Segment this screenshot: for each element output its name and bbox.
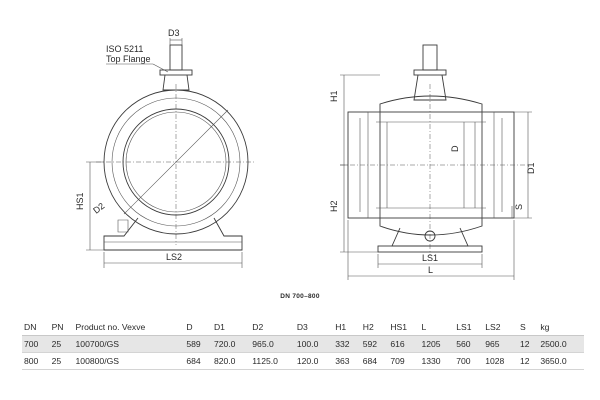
table-cell: 820.0: [211, 352, 251, 370]
table-cell: 332: [333, 335, 361, 353]
l-label: L: [428, 265, 433, 275]
table-header-cell: D1: [211, 318, 251, 336]
stem: [169, 44, 183, 71]
table-cell: 100.0: [294, 335, 334, 353]
table-header-cell: D: [184, 318, 212, 336]
table-cell: 709: [388, 352, 420, 370]
d1-label: D1: [526, 162, 536, 174]
flange-standard-label: ISO 5211: [106, 44, 143, 54]
s-label: S: [514, 204, 524, 210]
table-cell: 965: [483, 335, 518, 353]
front-stem: [422, 44, 438, 71]
table-cell: 1028: [483, 352, 518, 370]
table-cell: 965.0: [250, 335, 295, 353]
top-flange-plate: [159, 69, 193, 76]
table-header-cell: LS2: [483, 318, 518, 336]
valve-technical-drawing: D3 ISO 5211 Top Flange D2 HS1 LS2: [75, 28, 536, 280]
support-foot: [103, 217, 243, 251]
front-base-plate: [377, 245, 483, 253]
table-cell: 12: [517, 352, 539, 370]
front-top-flange: [413, 69, 447, 76]
table-cell: 12: [517, 335, 539, 353]
table-cell: 25: [49, 352, 74, 370]
table-cell: 592: [360, 335, 389, 353]
drain-valve-icon: [424, 230, 436, 242]
table-cell: 1125.0: [250, 352, 295, 370]
table-cell: 684: [360, 352, 389, 370]
table-cell: 720.0: [211, 335, 251, 353]
table-header-cell: S: [517, 318, 539, 336]
table-header-cell: kg: [538, 318, 584, 336]
d3-label: D3: [168, 28, 180, 38]
table-header-cell: L: [419, 318, 455, 336]
hs1-label: HS1: [75, 192, 85, 210]
ls1-label: LS1: [422, 253, 438, 263]
table-header-cell: H1: [333, 318, 361, 336]
table-cell: 25: [49, 335, 74, 353]
table-cell: 363: [333, 352, 361, 370]
table-cell: 100800/GS: [73, 352, 185, 370]
table-header-cell: D2: [250, 318, 295, 336]
drain-plug: [117, 219, 129, 233]
ball-body: [379, 95, 483, 236]
table-cell: 3650.0: [538, 352, 584, 370]
d2-label: D2: [91, 201, 106, 216]
table-header-cell: HS1: [388, 318, 420, 336]
table-cell: 100700/GS: [73, 335, 185, 353]
table-header-cell: H2: [360, 318, 389, 336]
ls2-label: LS2: [166, 252, 182, 262]
d-label: D: [450, 145, 460, 152]
h1-label: H1: [329, 90, 339, 102]
table-cell: 800: [22, 352, 50, 370]
table-cell: 616: [388, 335, 420, 353]
table-header-cell: D3: [294, 318, 334, 336]
table-cell: 2500.0: [538, 335, 584, 353]
table-cell: 589: [184, 335, 212, 353]
table-header-cell: Product no. Vexve: [73, 318, 185, 336]
d2-dimension-line: [123, 109, 229, 215]
table-header-cell: LS1: [454, 318, 484, 336]
h2-label: H2: [329, 200, 339, 212]
flange-name-label: Top Flange: [106, 54, 151, 64]
table-cell: 700: [454, 352, 484, 370]
front-view: H1 H2 D D1 S LS1 L: [329, 44, 536, 280]
table-cell: 120.0: [294, 352, 334, 370]
table-cell: 684: [184, 352, 212, 370]
table-cell: 560: [454, 335, 484, 353]
table-cell: 700: [22, 335, 50, 353]
side-view: D3 ISO 5211 Top Flange D2 HS1 LS2: [75, 28, 256, 268]
size-range-caption: DN 700–800: [280, 293, 320, 300]
neck: [162, 74, 190, 91]
front-neck: [413, 74, 447, 101]
table-cell: 1330: [419, 352, 455, 370]
table-cell: 1205: [419, 335, 455, 353]
table-header-cell: DN: [22, 318, 50, 336]
table-header-cell: PN: [49, 318, 74, 336]
